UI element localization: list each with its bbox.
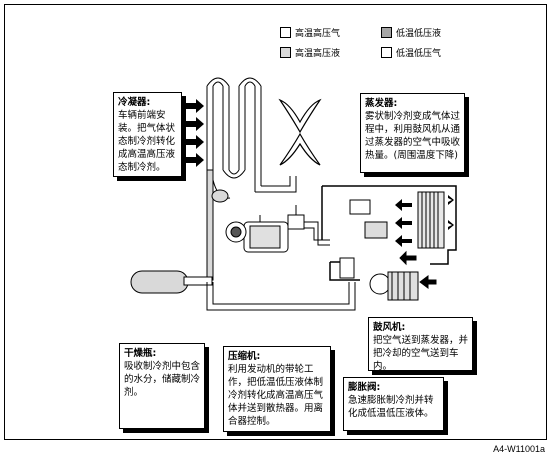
condenser-coil [206, 77, 297, 193]
legend-item-cold-low-gas: 低温低压气 [381, 46, 441, 59]
evaporator-callout: 蒸发器: 雾状制冷剂变成气体过程中，利用鼓风机从通过蒸发器的空气中吸收热量。(周… [360, 93, 465, 173]
compressor-icon [225, 205, 305, 253]
legend-label: 高温高压气 [295, 29, 341, 39]
expansion-valve-icon [339, 199, 388, 279]
dryer-title: 干燥瓶: [124, 348, 157, 359]
legend-item-hot-high-liquid: 高温高压液 [280, 46, 340, 59]
legend-swatch [280, 47, 291, 58]
legend-label: 高温高压液 [295, 49, 341, 59]
compressor-title: 压缩机: [228, 351, 261, 362]
dryer-icon [130, 270, 213, 294]
evaporator-text: 雾状制冷剂变成气体过程中，利用鼓风机从通过蒸发器的空气中吸收热量。(周围温度下降… [365, 111, 461, 161]
legend-item-hot-high-gas: 高温高压气 [280, 26, 340, 39]
condenser-callout: 冷凝器: 车辆前端安装。把气体状态制冷剂转化成高温高压液态制冷剂。 [113, 92, 182, 177]
expansion-valve-title: 膨胀阀: [348, 382, 381, 393]
blower-text: 把空气送到蒸发器，并把冷却的空气送到车内。 [373, 335, 469, 371]
hot-gas-pipe [304, 221, 330, 246]
expansion-valve-text: 急速膨胀制冷剂并转化成低温低压液体。 [348, 395, 434, 419]
legend-label: 低温低压气 [396, 49, 442, 59]
blower-fan-icon [369, 250, 437, 301]
condenser-fan-icon [278, 98, 322, 166]
dryer-callout: 干燥瓶: 吸收制冷剂中包含的水分，储藏制冷剂。 [119, 343, 205, 429]
liquid-line-pipe [206, 282, 356, 311]
legend-item-cold-low-liquid: 低温低压液 [381, 26, 441, 39]
diagram-frame [4, 4, 547, 440]
condenser-outlet-pipe [206, 169, 214, 281]
legend-label: 低温低压液 [396, 29, 442, 39]
evaporator-air-arrows [395, 195, 454, 247]
condenser-title: 冷凝器: [118, 97, 151, 108]
evaporator-core [417, 191, 445, 249]
blower-callout: 鼓风机: 把空气送到蒸发器，并把冷却的空气送到车内。 [368, 317, 473, 371]
dryer-text: 吸收制冷剂中包含的水分，储藏制冷剂。 [124, 361, 201, 398]
condenser-text: 车辆前端安装。把气体状态制冷剂转化成高温高压液态制冷剂。 [118, 110, 176, 173]
legend-swatch [280, 27, 291, 38]
figure-caption: A4-W11001a [493, 444, 545, 454]
compressor-callout: 压缩机: 利用发动机的带轮工作，把低温低压液体制冷剂转化成高温高压气体并送到散热… [223, 346, 331, 432]
condenser-airflow-arrows [186, 99, 204, 167]
compressor-text: 利用发动机的带轮工作，把低温低压液体制冷剂转化成高温高压气体并送到散热器。用离合… [228, 364, 324, 427]
legend-swatch [381, 27, 392, 38]
legend-swatch [381, 47, 392, 58]
blower-title: 鼓风机: [373, 322, 406, 333]
expansion-valve-callout: 膨胀阀: 急速膨胀制冷剂并转化成低温低压液体。 [343, 377, 444, 431]
evaporator-title: 蒸发器: [365, 98, 398, 109]
